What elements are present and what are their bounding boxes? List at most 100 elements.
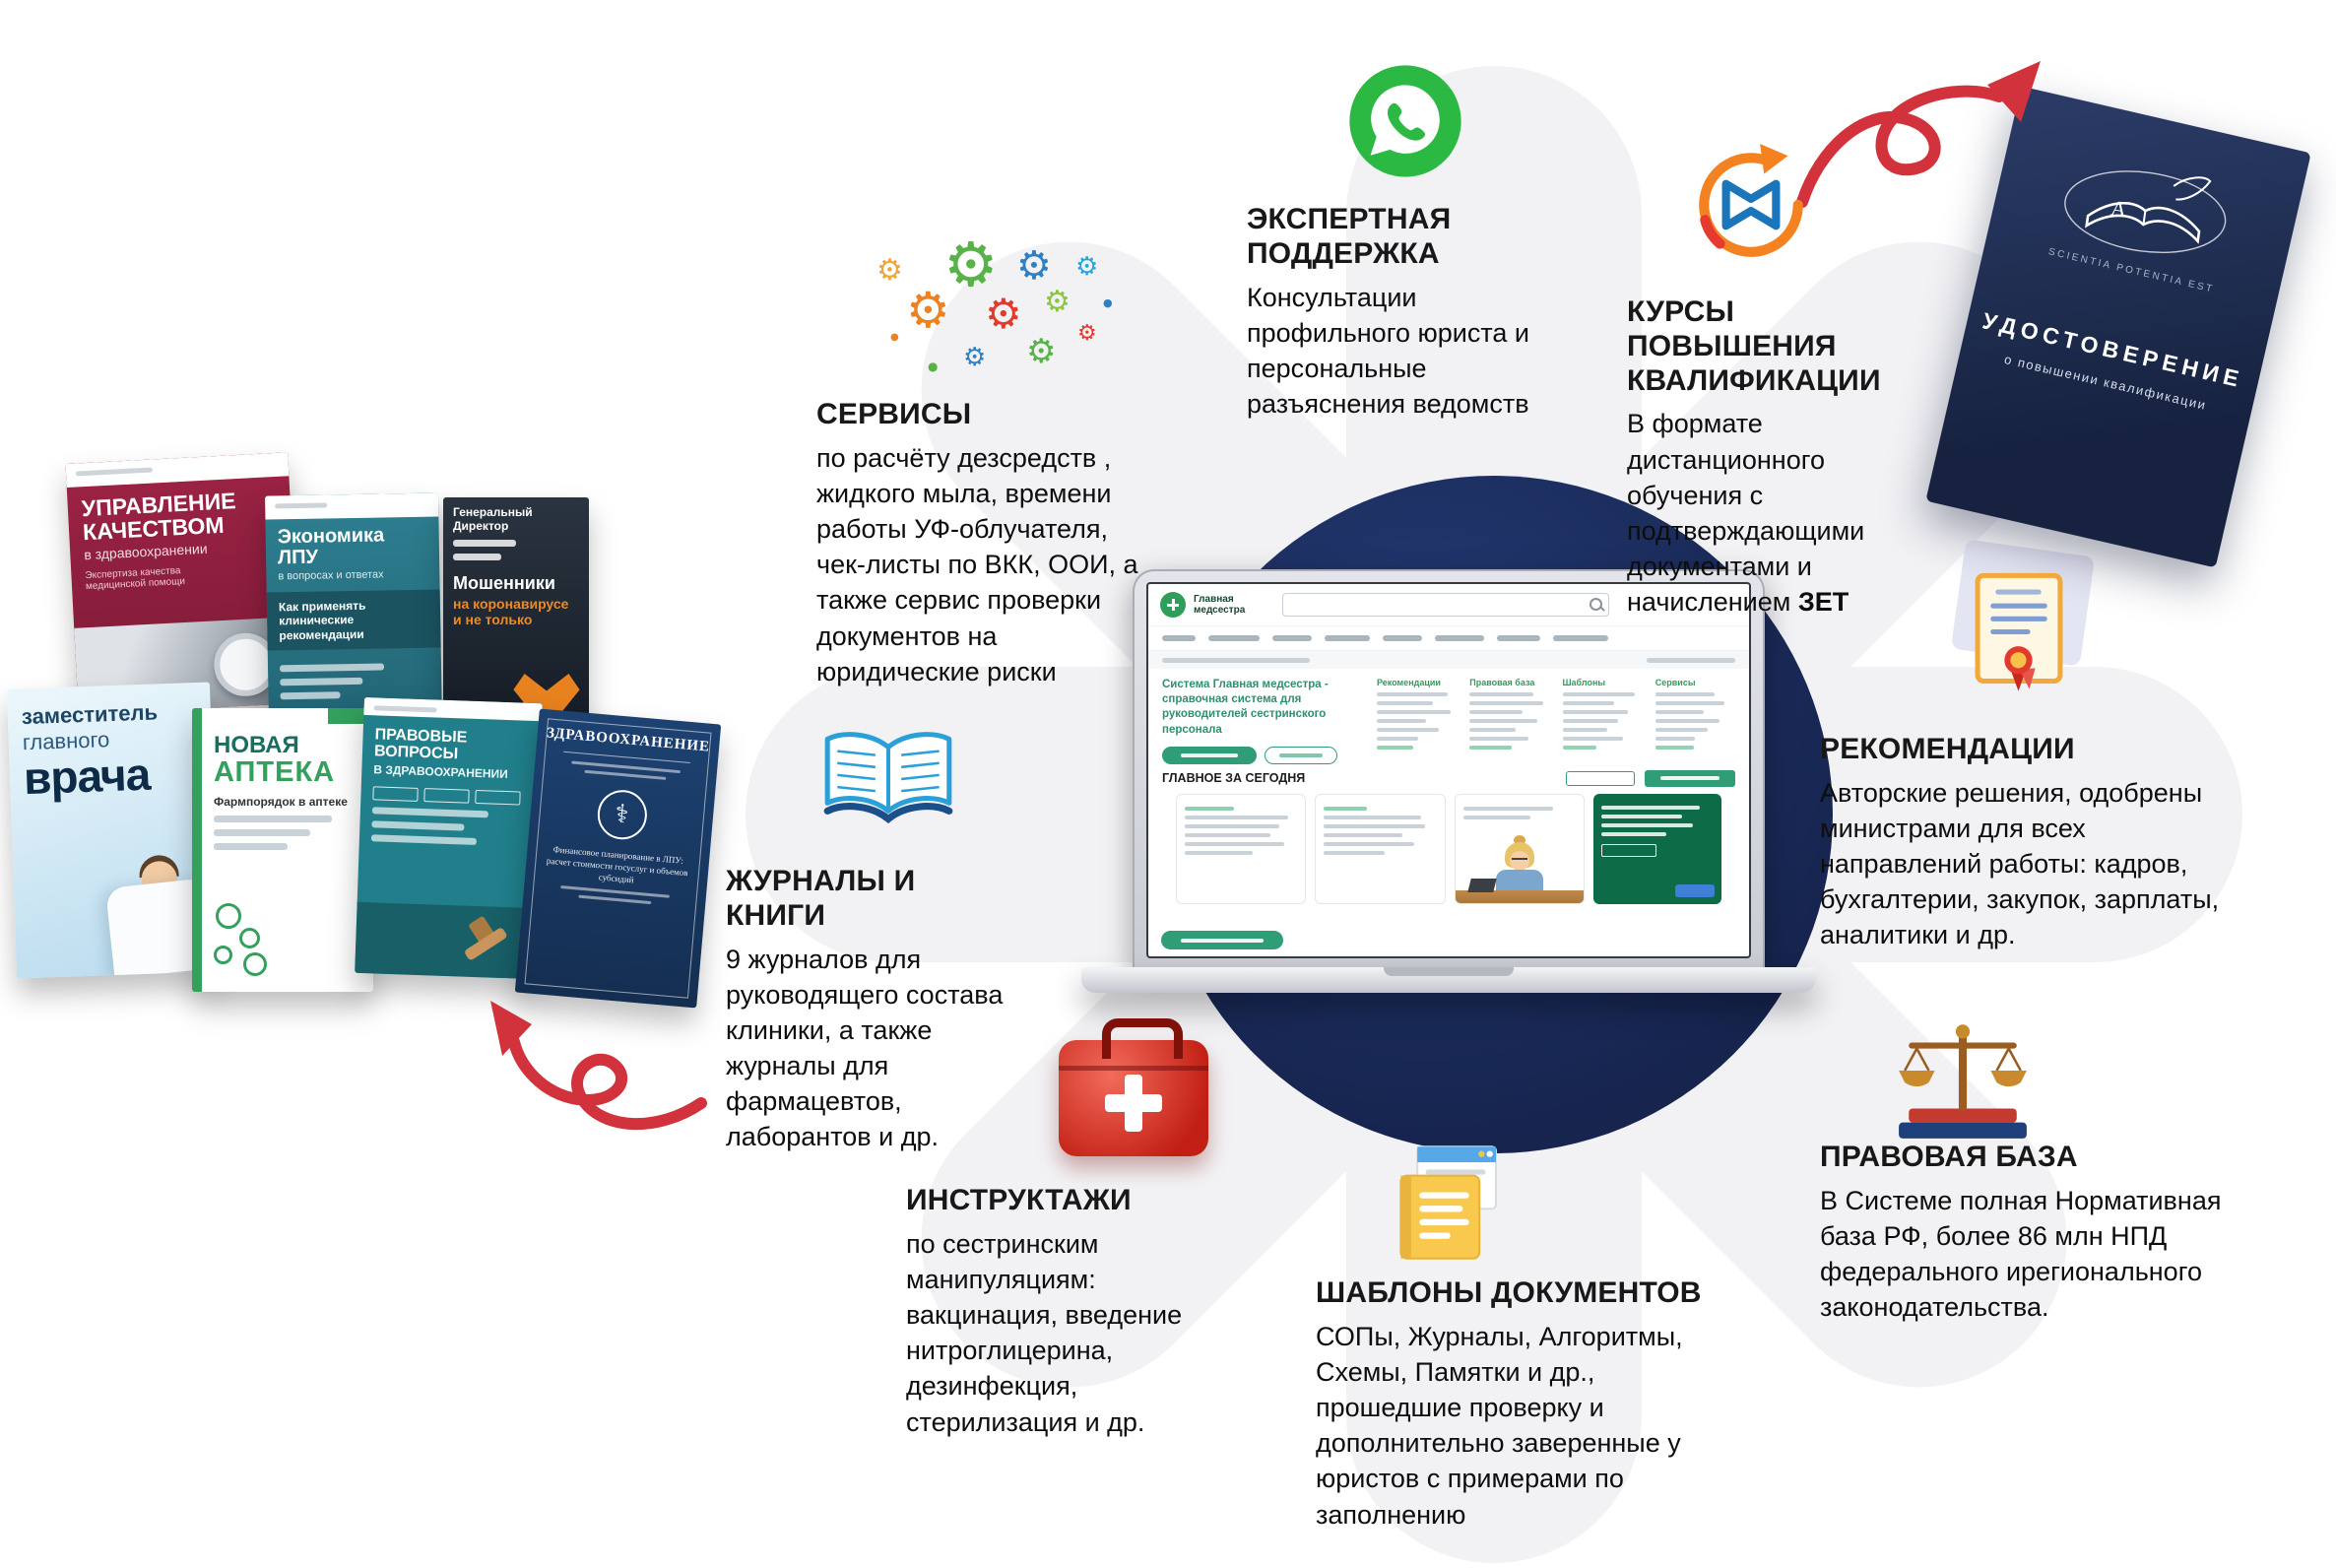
cover-tabs bbox=[372, 785, 527, 806]
site-header: Главная медсестра bbox=[1148, 584, 1749, 626]
callout-title: РЕКОМЕНДАЦИИ bbox=[1820, 733, 2075, 765]
link-column: Сервисы bbox=[1655, 678, 1735, 764]
cover-legal-issues: ПРАВОВЫЕ ВОПРОСЫ В ЗДРАВООХРАНЕНИИ bbox=[355, 696, 543, 980]
section-title: ГЛАВНОЕ ЗА СЕГОДНЯ bbox=[1162, 771, 1306, 786]
hero-section: Система Главная медсестра - справочная с… bbox=[1148, 669, 1749, 768]
callout-text: В Системе полная Нормативная база РФ, бо… bbox=[1820, 1185, 2222, 1323]
column-heading[interactable]: Рекомендации bbox=[1377, 678, 1441, 687]
open-book-illustration: A bbox=[2064, 170, 2227, 254]
molecule-graphic bbox=[214, 946, 232, 964]
card-text-placeholder bbox=[1462, 806, 1576, 819]
whatsapp-icon bbox=[1349, 65, 1461, 177]
callout-text: по сестринским манипуляциям: вакцинация,… bbox=[906, 1228, 1183, 1437]
primary-button[interactable] bbox=[1162, 746, 1257, 764]
cover-title: АПТЕКА bbox=[214, 756, 336, 788]
callout-templates: ШАБЛОНЫ ДОКУМЕНТОВ СОПы, Журналы, Алгори… bbox=[1316, 1276, 1706, 1533]
laptop-screen: Главная медсестра bbox=[1081, 569, 1816, 993]
open-book-journals-icon bbox=[823, 732, 953, 824]
document-templates-icon bbox=[1399, 1145, 1498, 1260]
cover-frame bbox=[524, 718, 712, 999]
callout-text: по расчёту дезсредств , жидкого мыла, вр… bbox=[816, 442, 1138, 686]
links-placeholder[interactable] bbox=[1469, 692, 1549, 741]
cover-band: Как применять клинические рекомендации bbox=[266, 589, 441, 651]
callout-title: ИНСТРУКТАЖИ bbox=[906, 1184, 1132, 1216]
callout-title: ПРАВОВАЯ БАЗА bbox=[1820, 1141, 2078, 1173]
molecule-graphic bbox=[239, 928, 260, 948]
news-card[interactable] bbox=[1315, 793, 1446, 904]
link-column: Шаблоны bbox=[1562, 678, 1643, 764]
cover-brand: Генеральный Директор bbox=[453, 505, 533, 533]
gears-services-icon: ⚙ ⚙ ⚙ ⚙ ⚙ ⚙ ⚙ ⚙ ⚙ ⚙ ● ● ● bbox=[876, 229, 1113, 373]
website-display: Главная медсестра bbox=[1146, 582, 1751, 958]
white-cross bbox=[1105, 1094, 1162, 1112]
laptop-notch bbox=[1384, 967, 1514, 976]
card-text-placeholder bbox=[1600, 805, 1714, 836]
qualification-certificate: A SCIENTIA POTENTIA EST УДОСТОВЕРЕНИЕ о … bbox=[1925, 86, 2311, 568]
site-logo-icon[interactable] bbox=[1160, 592, 1186, 618]
publisher-strip bbox=[264, 492, 439, 520]
molecule-graphic bbox=[243, 952, 267, 976]
links-placeholder[interactable] bbox=[1562, 692, 1643, 741]
site-nav[interactable] bbox=[1148, 626, 1749, 651]
cover-economics-lpu: Экономика ЛПУ в вопросах и ответах Как п… bbox=[264, 492, 443, 726]
callout-courses: КУРСЫ ПОВЫШЕНИЯ КВАЛИФИКАЦИИ В формате д… bbox=[1627, 295, 1905, 620]
callout-title: ШАБЛОНЫ ДОКУМЕНТОВ bbox=[1316, 1276, 1702, 1309]
link-column: Правовая база bbox=[1469, 678, 1549, 764]
breadcrumb-bar bbox=[1148, 651, 1749, 669]
cover-healthcare: ЗДРАВООХРАНЕНИЕ ⚕ Финансовое планировани… bbox=[514, 708, 722, 1009]
callout-text: В формате дистанционного обучения с подт… bbox=[1627, 409, 1865, 618]
link-column: Рекомендации bbox=[1377, 678, 1457, 764]
monogram-letter: A bbox=[2109, 195, 2128, 222]
callout-expert-support: ЭКСПЕРТНАЯ ПОДДЕРЖКА Консультации профил… bbox=[1247, 203, 1542, 422]
column-heading[interactable]: Шаблоны bbox=[1562, 678, 1606, 687]
callout-text: Авторские решения, одобрены министрами д… bbox=[1820, 777, 2220, 950]
links-placeholder[interactable] bbox=[1655, 692, 1735, 741]
promo-chip-button[interactable] bbox=[1600, 843, 1656, 857]
card-text-placeholder bbox=[1324, 815, 1436, 855]
cover-text-placeholder bbox=[214, 816, 361, 851]
nurse-illustration bbox=[1455, 834, 1584, 903]
link-columns: Рекомендации Правовая база Шаблоны bbox=[1377, 678, 1735, 764]
news-card-nurse[interactable] bbox=[1454, 793, 1585, 904]
cover-subtitle: в вопросах и ответах bbox=[278, 568, 384, 583]
callout-briefings: ИНСТРУКТАЖИ по сестринским манипуляциям:… bbox=[906, 1184, 1201, 1440]
callout-title: ЖУРНАЛЫ И КНИГИ bbox=[726, 865, 916, 932]
callout-legal-base: ПРАВОВАЯ БАЗА В Системе полная Нормативн… bbox=[1820, 1141, 2255, 1325]
demo-access-button[interactable] bbox=[1161, 931, 1283, 949]
card-text-placeholder bbox=[1185, 815, 1297, 855]
cover-new-pharmacy: НОВАЯ АПТЕКА Фармпорядок в аптеке bbox=[192, 708, 373, 992]
qualification-courses-icon bbox=[1699, 144, 1803, 257]
promo-card[interactable] bbox=[1592, 793, 1721, 904]
recommendation-certificate-icon bbox=[1975, 572, 2063, 691]
callout-services: СЕРВИСЫ по расчёту дезсредств , жидкого … bbox=[816, 398, 1163, 689]
laptop: Главная медсестра bbox=[1081, 569, 1816, 993]
cover-deputy-chief-physician: заместитель главного врача bbox=[6, 682, 221, 979]
filled-chip-button[interactable] bbox=[1645, 769, 1735, 787]
hero-title: Система Главная медсестра - справочная с… bbox=[1162, 679, 1329, 736]
cover-title: Экономика ЛПУ bbox=[277, 524, 385, 569]
scales-of-justice-icon bbox=[1899, 1024, 2027, 1139]
molecule-graphic bbox=[216, 903, 241, 929]
column-heading[interactable]: Правовая база bbox=[1469, 678, 1535, 687]
callout-text: 9 журналов для руководящего состава клин… bbox=[726, 944, 1004, 1152]
secondary-button[interactable] bbox=[1265, 746, 1337, 764]
search-input[interactable] bbox=[1282, 593, 1609, 617]
site-logo-text[interactable]: Главная медсестра bbox=[1194, 594, 1246, 616]
cover-title: ПРАВОВЫЕ ВОПРОСЫ bbox=[373, 726, 468, 763]
promo-blue-button[interactable] bbox=[1675, 883, 1715, 897]
first-aid-kit-icon bbox=[1059, 1018, 1208, 1156]
cover-title: врача bbox=[23, 748, 152, 805]
cover-title: Мошенники bbox=[453, 573, 555, 593]
cover-subtitle: на коронавирусе и не только bbox=[453, 595, 569, 627]
search-icon[interactable] bbox=[1590, 598, 1602, 611]
links-placeholder[interactable] bbox=[1377, 692, 1457, 741]
outline-chip-button[interactable] bbox=[1566, 770, 1635, 786]
news-card[interactable] bbox=[1176, 793, 1307, 904]
column-heading[interactable]: Сервисы bbox=[1655, 678, 1696, 687]
callout-recommendations: РЕКОМЕНДАЦИИ Авторские решения, одобрены… bbox=[1820, 733, 2234, 953]
callout-text: СОПы, Журналы, Алгоритмы, Схемы, Памятки… bbox=[1316, 1321, 1683, 1530]
news-cards bbox=[1162, 793, 1735, 904]
today-section: ГЛАВНОЕ ЗА СЕГОДНЯ bbox=[1148, 768, 1749, 904]
cover-title: УПРАВЛЕНИЕ КАЧЕСТВОМ bbox=[81, 488, 237, 546]
cover-photo bbox=[355, 901, 536, 980]
